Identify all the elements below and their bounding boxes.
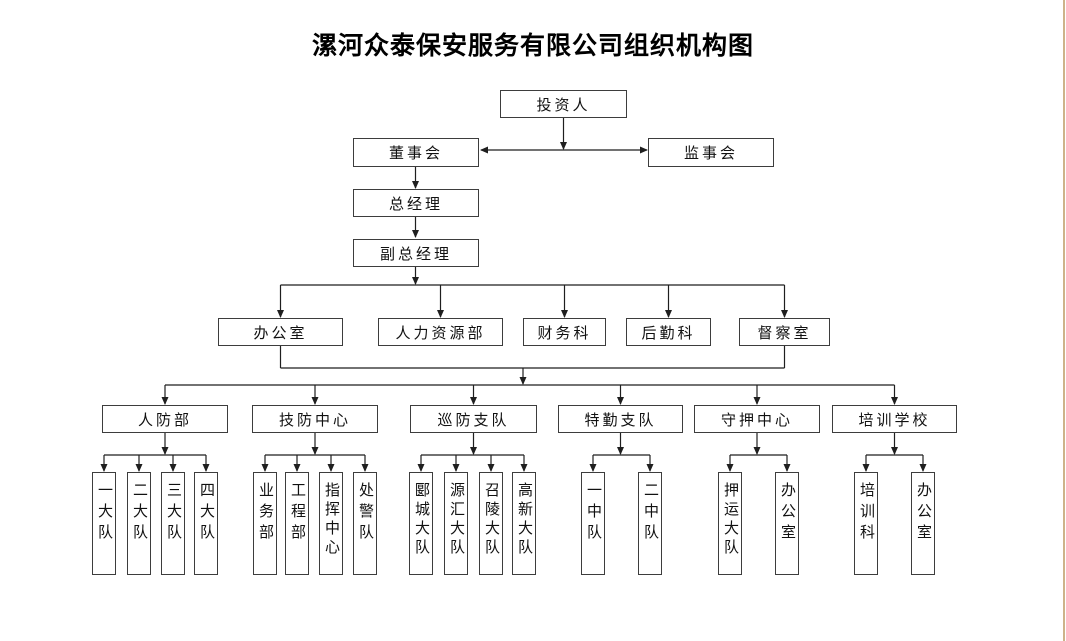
node-inspection-office: 督察室	[739, 318, 830, 346]
node-special-duty-detachment: 特勤支队	[558, 405, 683, 433]
node-brigade-4: 四大队	[194, 472, 218, 575]
node-yuanhui-brigade: 源汇大队	[444, 472, 468, 575]
node-brigade-1: 一大队	[92, 472, 116, 575]
node-escort-center: 守押中心	[694, 405, 820, 433]
node-civil-defense-dept: 人防部	[102, 405, 228, 433]
node-alarm-response-team: 处警队	[353, 472, 377, 575]
node-zhaoling-brigade: 召陵大队	[479, 472, 503, 575]
node-deputy-general-manager: 副总经理	[353, 239, 479, 267]
node-office: 办公室	[218, 318, 343, 346]
node-squadron-2: 二中队	[638, 472, 662, 575]
node-engineering-dept: 工程部	[285, 472, 309, 575]
node-brigade-3: 三大队	[161, 472, 185, 575]
node-escort-brigade: 押运大队	[718, 472, 742, 575]
node-human-resources: 人力资源部	[378, 318, 503, 346]
node-yancheng-brigade: 郾城大队	[409, 472, 433, 575]
node-general-manager: 总经理	[353, 189, 479, 217]
node-patrol-detachment: 巡防支队	[410, 405, 537, 433]
node-finance-section: 财务科	[523, 318, 606, 346]
node-training-section: 培训科	[854, 472, 878, 575]
node-supervisory-board: 监事会	[648, 138, 774, 167]
node-logistics-section: 后勤科	[626, 318, 711, 346]
page-edge-line	[1063, 0, 1065, 641]
node-investor: 投资人	[500, 90, 627, 118]
node-technical-defense-center: 技防中心	[252, 405, 378, 433]
node-training-school: 培训学校	[832, 405, 957, 433]
node-brigade-2: 二大队	[127, 472, 151, 575]
node-training-school-office: 办公室	[911, 472, 935, 575]
node-squadron-1: 一中队	[581, 472, 605, 575]
chart-title: 漯河众泰保安服务有限公司组织机构图	[311, 33, 754, 60]
node-board-of-directors: 董事会	[353, 138, 479, 167]
node-business-dept: 业务部	[253, 472, 277, 575]
node-command-center: 指挥中心	[319, 472, 343, 575]
node-gaoxin-brigade: 高新大队	[512, 472, 536, 575]
connectors	[100, 118, 927, 472]
node-escort-center-office: 办公室	[775, 472, 799, 575]
